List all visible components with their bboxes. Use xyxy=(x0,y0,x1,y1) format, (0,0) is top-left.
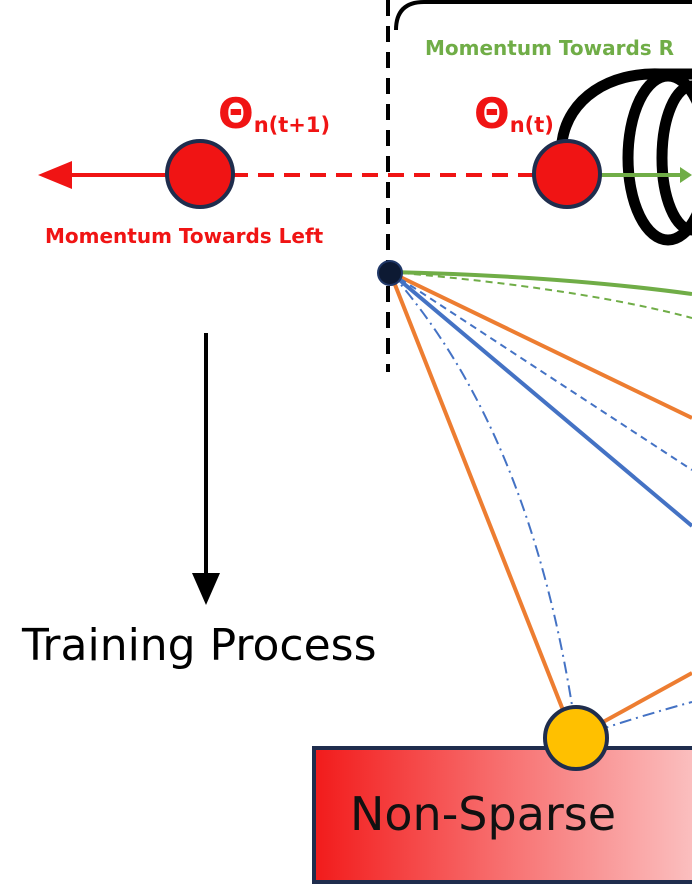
coil-icon xyxy=(556,68,692,246)
theta-current-subscript: n(t) xyxy=(510,113,554,137)
momentum-box xyxy=(394,0,692,31)
training-process-label: Training Process xyxy=(21,620,377,671)
non-sparse-label: Non-Sparse xyxy=(350,787,616,841)
arrow-down-icon xyxy=(192,333,220,605)
blue-line xyxy=(388,270,692,528)
theta-next-subscript: n(t+1) xyxy=(254,113,330,137)
arrow-left-icon xyxy=(38,161,168,189)
theta-next-symbol: Θ xyxy=(218,89,254,138)
network-lines xyxy=(388,270,692,740)
blue-dashdot-bottom xyxy=(573,701,692,739)
theta-next-label: Θn(t+1) xyxy=(218,89,330,138)
origin-node xyxy=(377,260,403,286)
blue-dashed-line xyxy=(389,271,692,471)
orange-line-right xyxy=(389,270,692,420)
theta-current-symbol: Θ xyxy=(474,89,510,138)
non-sparse-box xyxy=(312,746,692,884)
momentum-right-label: Momentum Towards R xyxy=(425,36,674,60)
green-curve xyxy=(389,270,692,296)
non-sparse-node xyxy=(543,705,609,771)
blue-dashdot-curve xyxy=(389,271,575,719)
green-dashed-curve xyxy=(389,271,692,319)
theta-next-node xyxy=(165,139,235,209)
momentum-right-arrow xyxy=(600,167,692,183)
theta-current-label: Θn(t) xyxy=(474,89,554,138)
orange-line-down xyxy=(388,271,576,739)
theta-current-node xyxy=(532,139,602,209)
momentum-left-label: Momentum Towards Left xyxy=(45,224,324,248)
